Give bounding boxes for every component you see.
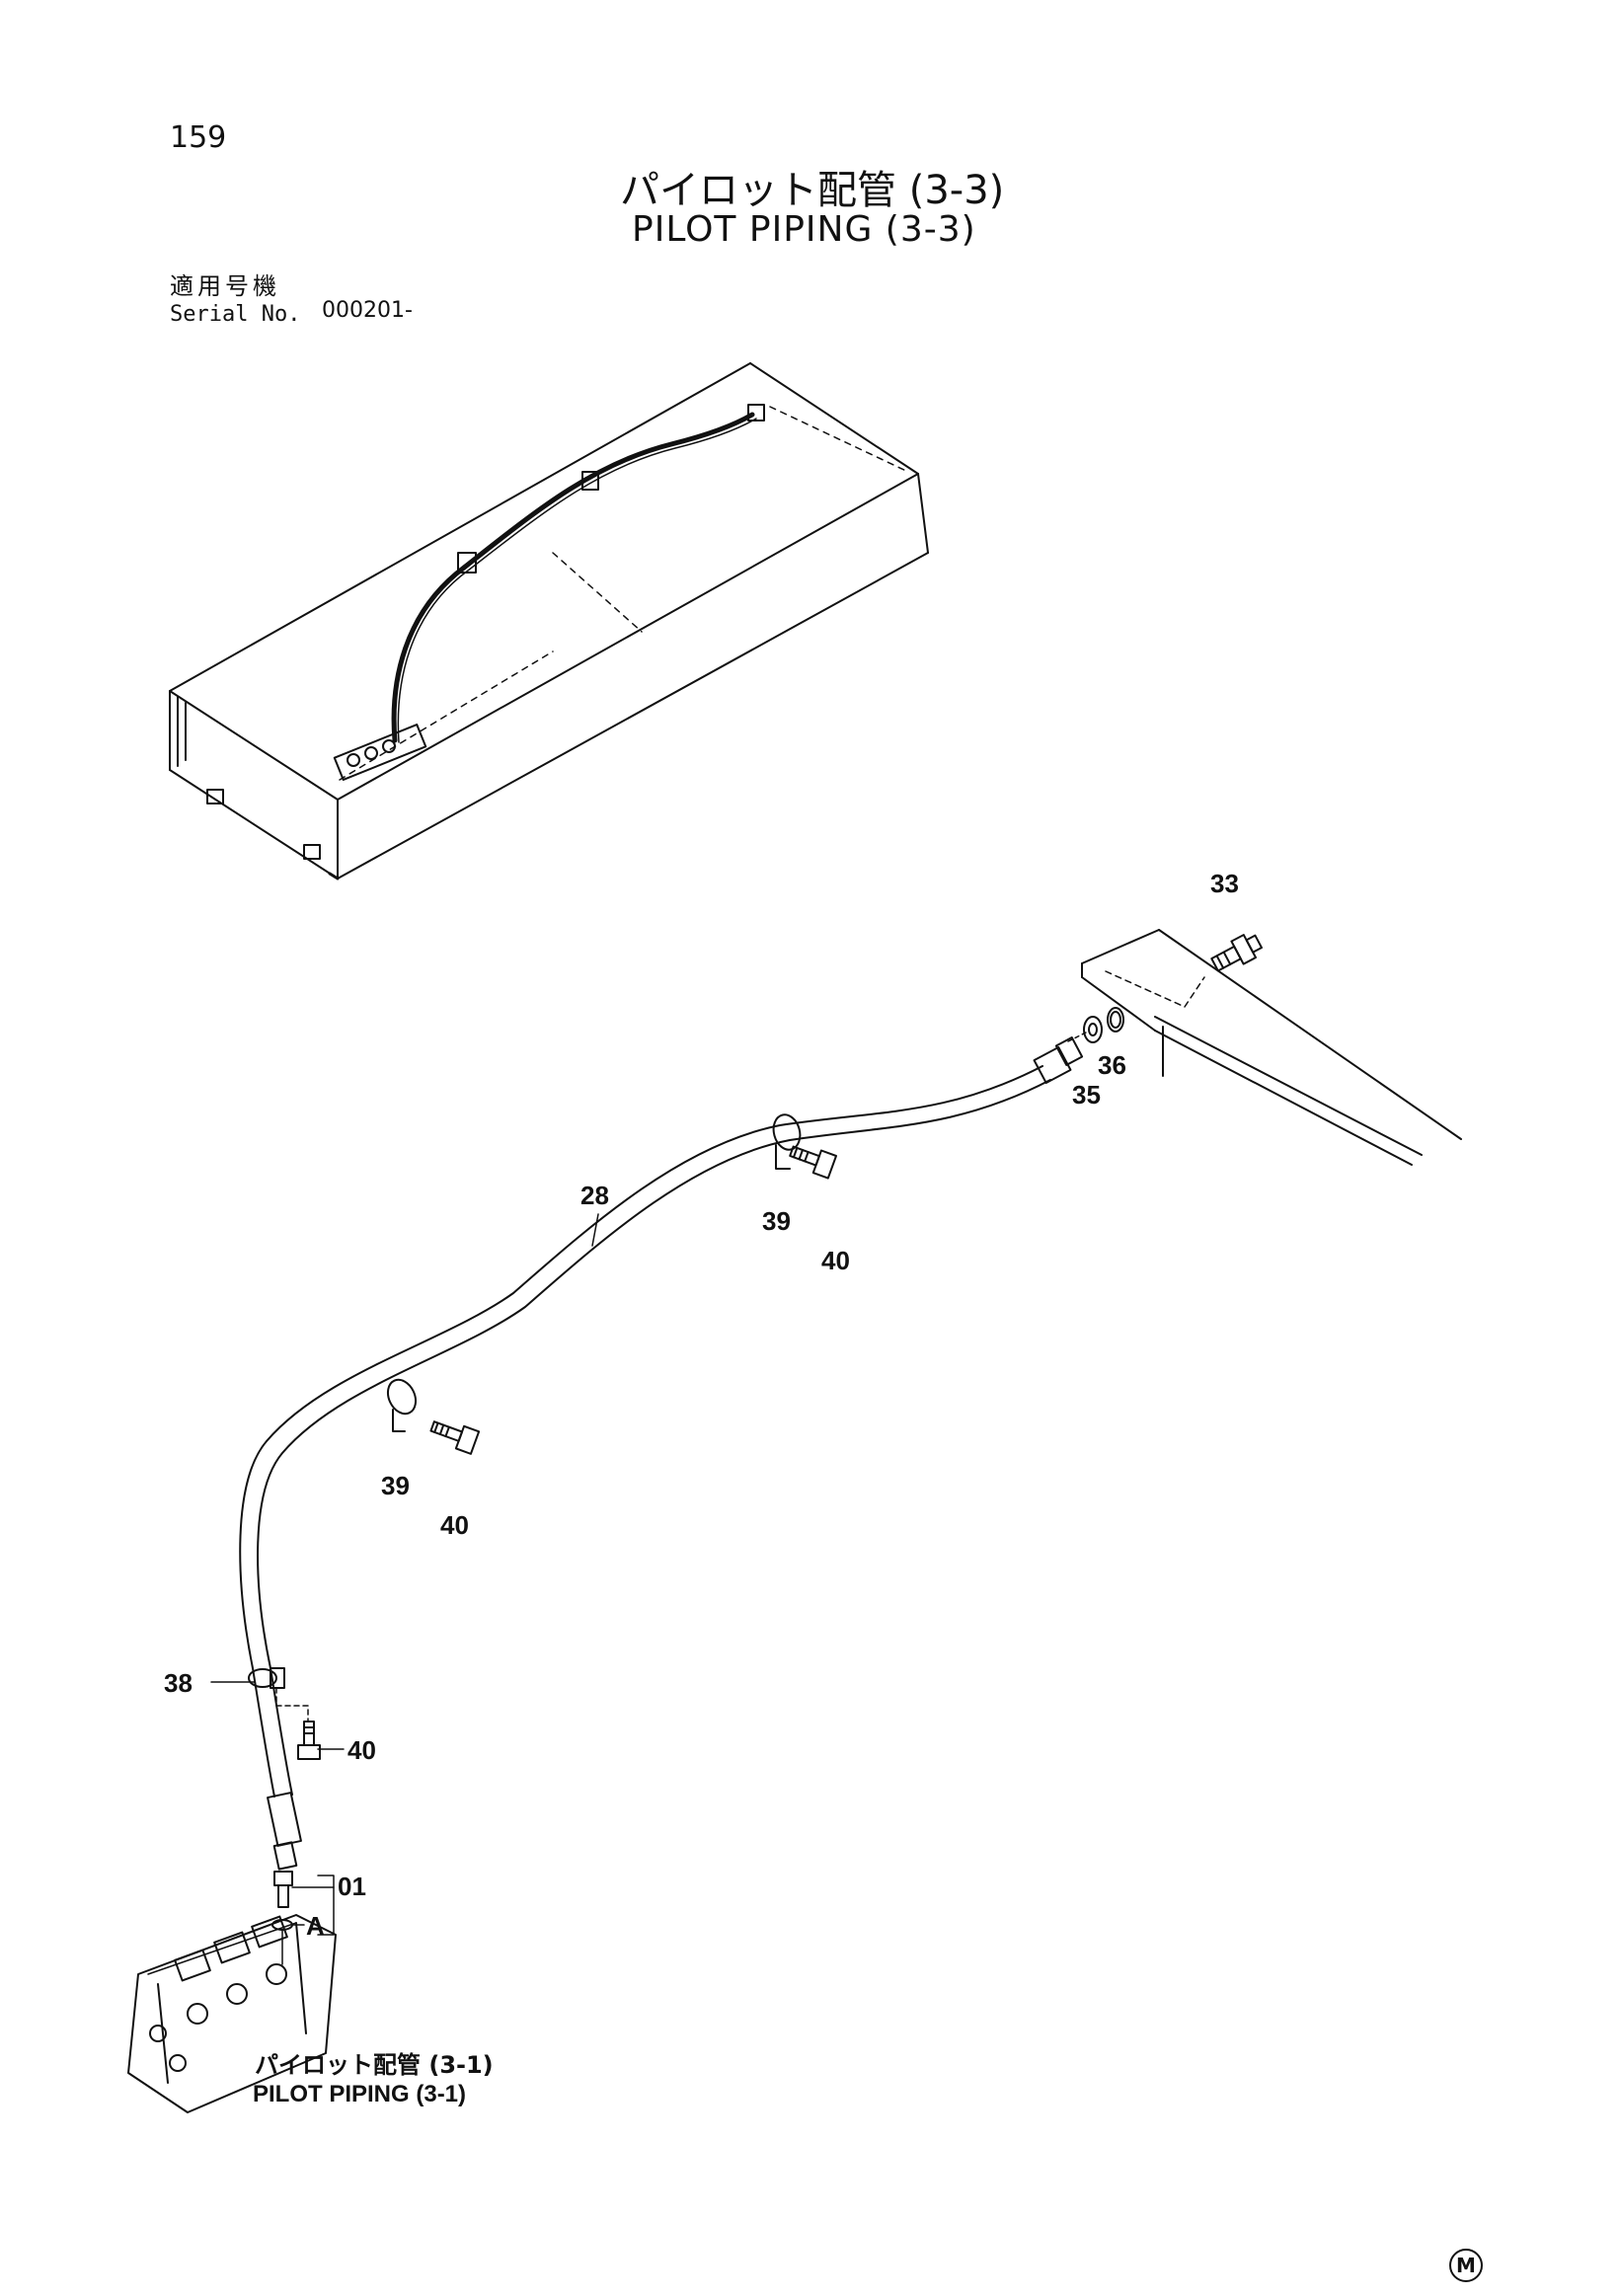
control-valve-illustration: [127, 1914, 337, 2113]
serial-number-value: 000201-: [322, 298, 413, 323]
callout-40-lower: 40: [440, 1510, 469, 1540]
callout-40-upper: 40: [821, 1246, 850, 1275]
mounting-bracket: [1081, 929, 1462, 1166]
serial-label-japanese: 適用号機: [170, 272, 280, 300]
serial-label-english: Serial No.: [170, 302, 301, 327]
reference-label-japanese: パイロット配管 (3-1): [255, 2051, 494, 2079]
footer-mark: M: [1449, 2249, 1483, 2282]
bolt-parts: [275, 1145, 837, 1760]
callout-leader-lines: [210, 1213, 599, 1926]
reference-label-english: PILOT PIPING (3-1): [253, 2081, 467, 2107]
hose-clamps: [248, 1113, 802, 1689]
callout-01: 01: [338, 1872, 366, 1901]
boom-overview-illustration: [169, 362, 929, 880]
title-english: PILOT PIPING (3-3): [632, 209, 976, 250]
callout-38: 38: [164, 1668, 193, 1698]
pilot-hose: [239, 1036, 1084, 1871]
connector-parts: [1067, 934, 1264, 1043]
page-number: 159: [170, 120, 227, 155]
callout-36: 36: [1098, 1050, 1126, 1080]
callout-35: 35: [1072, 1080, 1101, 1110]
callout-39-upper: 39: [762, 1206, 791, 1236]
callout-a: A: [306, 1911, 325, 1941]
callout-39-lower: 39: [381, 1471, 410, 1500]
title-japanese: パイロット配管 (3-3): [620, 168, 1005, 213]
callout-28: 28: [580, 1181, 609, 1210]
callout-40-bottom: 40: [347, 1735, 376, 1765]
callout-33: 33: [1210, 869, 1239, 898]
